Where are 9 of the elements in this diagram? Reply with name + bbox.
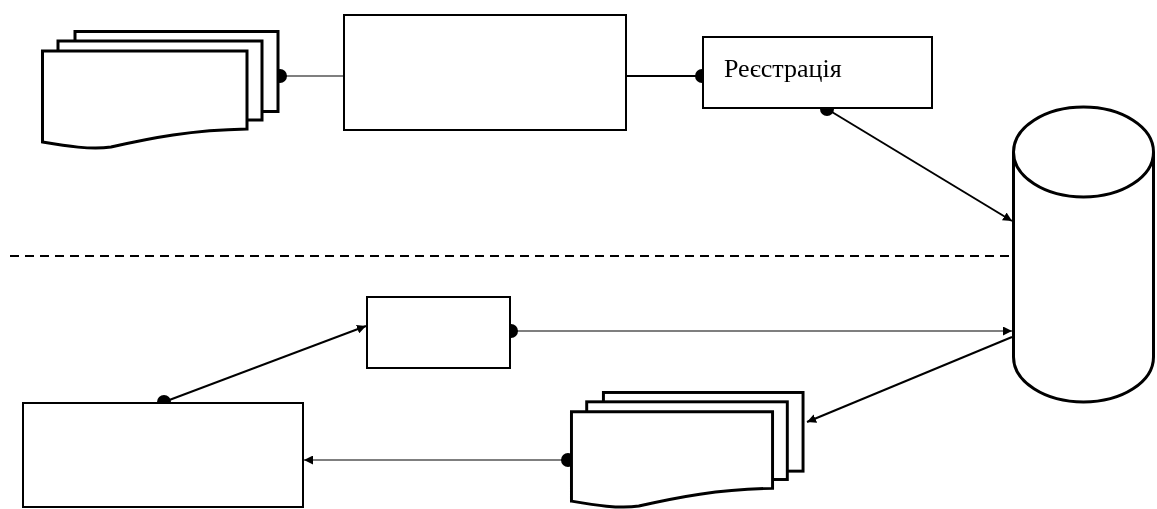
process-box (343, 14, 627, 131)
process-box (702, 36, 933, 109)
process-box (366, 296, 511, 369)
document-stack (568, 391, 807, 509)
node-label: Реєстрація (724, 53, 843, 86)
document-stack (41, 30, 280, 150)
database-cylinder (1012, 105, 1155, 404)
connector-line (806, 336, 1013, 423)
process-box (22, 402, 304, 508)
